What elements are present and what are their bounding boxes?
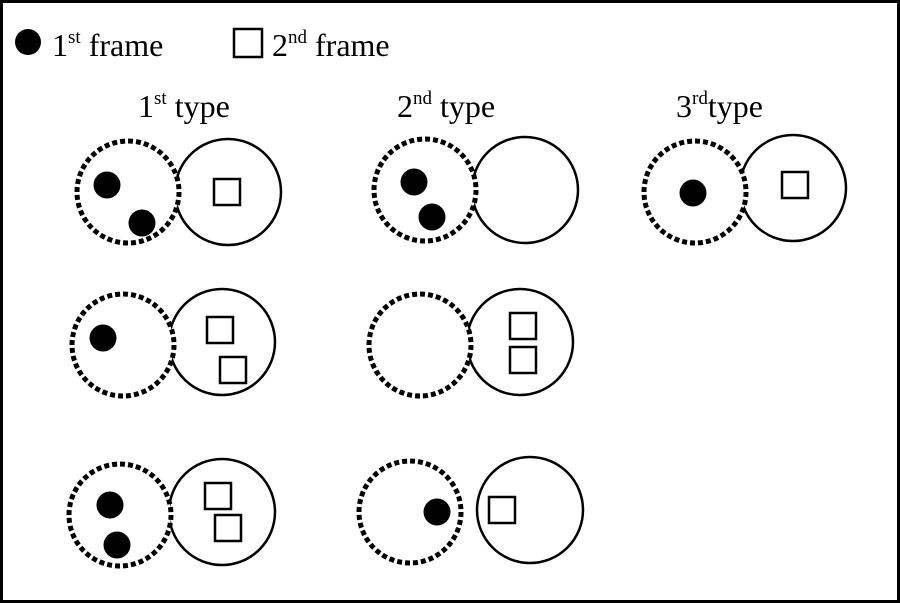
- legend: 1st frame 2nd frame: [15, 27, 390, 63]
- configurations: [66, 133, 848, 569]
- first-frame-dashed-circle: [69, 291, 177, 399]
- configuration-type3-row1: [641, 133, 848, 246]
- first-frame-dashed-circle: [74, 138, 182, 246]
- legend-second-frame: 2nd frame: [272, 27, 390, 63]
- first-frame-dot: [423, 498, 451, 526]
- first-frame-dot: [103, 531, 131, 559]
- second-frame-square: [508, 345, 538, 375]
- second-frame-square: [508, 311, 538, 341]
- first-frame-dashed-circle: [366, 291, 474, 399]
- second-frame-circle: [173, 137, 283, 247]
- second-frame-circle: [470, 135, 580, 245]
- second-frame-square: [203, 481, 233, 511]
- second-frame-circle: [475, 455, 585, 565]
- second-frame-circle: [167, 457, 277, 567]
- second-frame-square: [213, 513, 243, 543]
- type-3-header: 3rdtype: [676, 88, 763, 124]
- second-frame-square: [487, 495, 517, 525]
- second-frame-circle: [738, 133, 848, 243]
- first-frame-dot: [89, 324, 117, 352]
- second-frame-square: [780, 170, 810, 200]
- first-frame-dot: [128, 209, 156, 237]
- legend-first-frame: 1st frame: [52, 27, 163, 63]
- first-frame-dot: [418, 203, 446, 231]
- second-frame-square: [205, 315, 235, 345]
- second-frame-circle: [465, 287, 575, 397]
- type-2-header: 2nd type: [397, 88, 495, 124]
- filled-circle-icon: [15, 29, 41, 55]
- first-frame-dot: [679, 179, 707, 207]
- configuration-type1-row3: [66, 457, 277, 569]
- first-frame-dashed-circle: [66, 461, 174, 569]
- second-frame-square: [212, 177, 242, 207]
- configuration-type1-row2: [69, 287, 277, 399]
- first-frame-dashed-circle: [356, 458, 464, 566]
- first-frame-dot: [400, 168, 428, 196]
- type-1-header: 1st type: [138, 88, 230, 124]
- configuration-type1-row1: [74, 137, 283, 247]
- first-frame-dot: [93, 171, 121, 199]
- open-square-icon: [232, 27, 264, 59]
- configuration-type2-row1: [371, 135, 580, 245]
- configuration-type2-row2: [366, 287, 575, 399]
- first-frame-dashed-circle: [371, 136, 479, 244]
- configuration-type2-row3: [356, 455, 585, 566]
- second-frame-square: [218, 355, 248, 385]
- first-frame-dot: [96, 491, 124, 519]
